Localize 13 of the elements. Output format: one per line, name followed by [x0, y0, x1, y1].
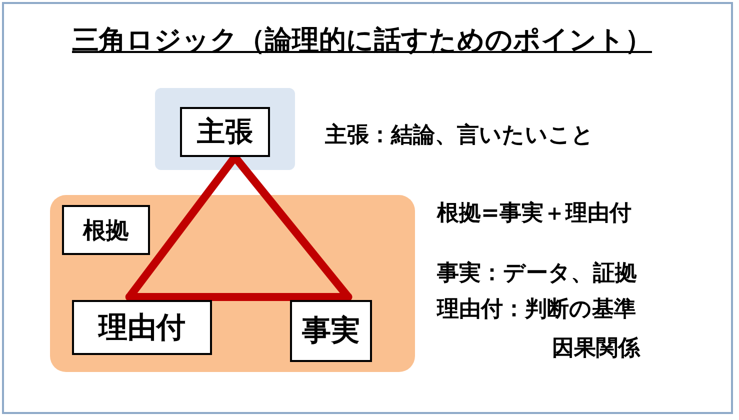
- background-panel: [50, 195, 415, 372]
- note-text: 理由付：判断の基準: [437, 296, 636, 324]
- note-text: 主張：結論、言いたいこと: [325, 122, 594, 150]
- triangle-side: [125, 293, 352, 301]
- concept-box: 主張: [180, 107, 270, 157]
- concept-box: 根拠: [62, 205, 150, 255]
- concept-box: 理由付: [72, 300, 212, 355]
- title: 三角ロジック（論理的に話すためのポイント）: [72, 24, 652, 58]
- concept-box: 事実: [290, 300, 372, 362]
- note-text: 因果関係: [552, 335, 640, 363]
- background-panel: [155, 88, 295, 170]
- note-text: 根拠=事実＋理由付: [437, 200, 632, 228]
- note-text: 事実：データ、証拠: [437, 260, 637, 288]
